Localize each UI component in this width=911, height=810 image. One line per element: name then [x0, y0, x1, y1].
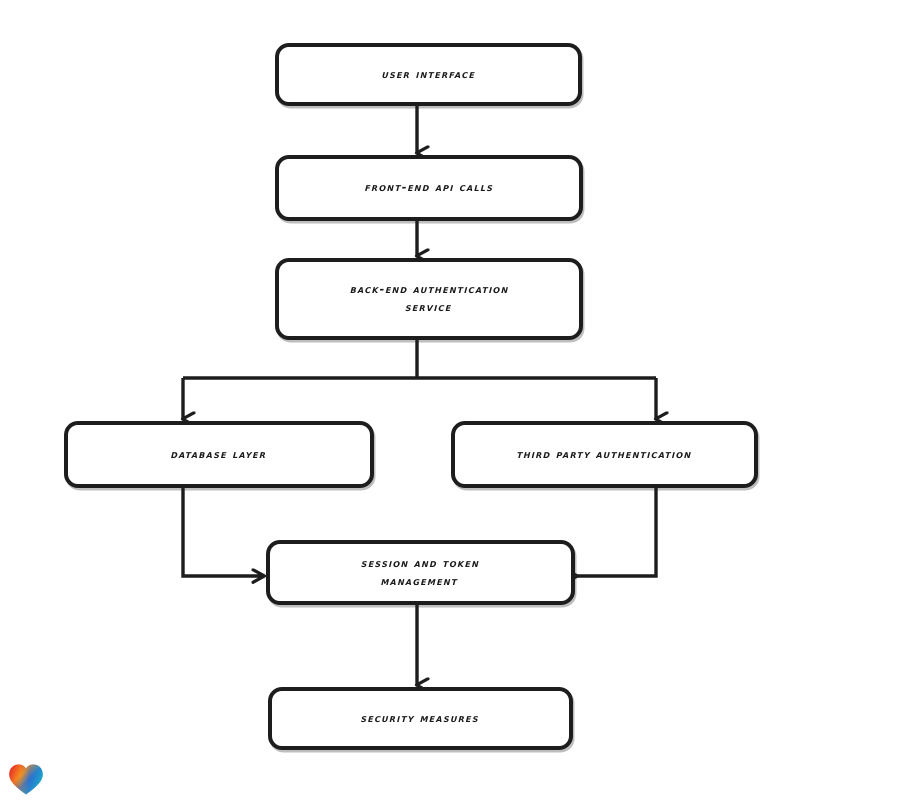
node-label-frontend-api-calls: Front-End API Calls — [364, 180, 494, 195]
node-label-user-interface: User Interface — [381, 66, 476, 81]
node-database-layer[interactable]: Database Layer — [64, 421, 374, 488]
node-label-session-token-mgmt: Session and Token Management — [361, 555, 481, 588]
edge-thirdparty-to-session — [577, 488, 658, 576]
node-frontend-api-calls[interactable]: Front-End API Calls — [275, 155, 583, 221]
heart-logo-icon — [9, 764, 43, 795]
node-label-database-layer: Database Layer — [170, 446, 268, 461]
node-label-security-measures: Security Measures — [360, 710, 481, 725]
node-label-backend-auth-service: Back-End Authentication Service — [349, 282, 510, 314]
edge-database-to-session — [181, 488, 264, 576]
node-security-measures[interactable]: Security Measures — [268, 687, 573, 750]
node-backend-auth-service[interactable]: Back-End Authentication Service — [275, 258, 583, 340]
node-session-token-mgmt[interactable]: Session and Token Management — [266, 540, 575, 605]
node-third-party-auth[interactable]: Third Party Authentication — [451, 421, 758, 488]
node-user-interface[interactable]: User Interface — [275, 43, 582, 106]
node-label-third-party-auth: Third Party Authentication — [516, 446, 693, 461]
